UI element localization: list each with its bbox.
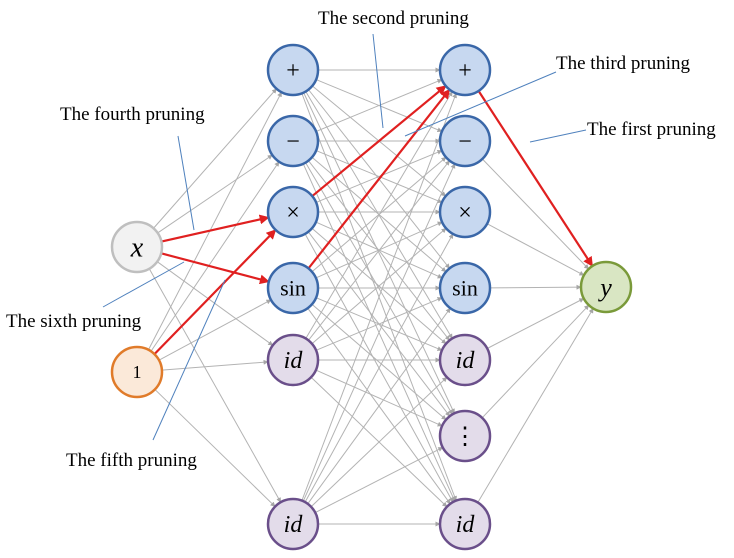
- node-layer1-0-circle: [266, 43, 320, 97]
- annotation-third-pruning: The third pruning: [556, 53, 691, 74]
- node-layer1-2-label: ×: [286, 200, 300, 226]
- annotation-leader-line: [372, 33, 384, 129]
- node-layer2-5-circle: [438, 409, 492, 463]
- annotation-fourth-pruning: The fourth pruning: [60, 104, 205, 125]
- edge-gray: [153, 88, 277, 229]
- edge-gray: [315, 446, 444, 514]
- edge-gray: [310, 376, 448, 508]
- node-layer1-1-circle: [266, 114, 320, 168]
- edge-gray: [148, 268, 282, 503]
- edge-gray: [305, 91, 453, 339]
- node-layer1-1-label: −: [286, 129, 300, 155]
- edge-gray: [477, 308, 594, 503]
- edge-gray: [158, 299, 272, 361]
- edge-gray: [161, 359, 269, 371]
- edge-red: [160, 252, 270, 285]
- edge-gray: [486, 298, 585, 349]
- edge-gray: [150, 161, 280, 352]
- node-input-x-label: x: [130, 233, 144, 264]
- node-layer1-2-circle: [266, 185, 320, 239]
- network-edges: [148, 67, 594, 527]
- node-layer2-6-label: id: [456, 512, 476, 538]
- edge-gray: [311, 303, 447, 421]
- edge-gray: [302, 163, 456, 502]
- node-layer2-0-label: +: [458, 58, 472, 84]
- node-output-y-label: y: [597, 273, 612, 302]
- edge-red: [307, 88, 451, 270]
- edge-gray: [304, 233, 454, 503]
- edge-gray: [481, 304, 590, 419]
- edge-red: [311, 85, 447, 197]
- node-layer1-4-circle: [266, 333, 320, 387]
- edge-gray: [486, 223, 585, 276]
- edge-gray: [482, 158, 589, 270]
- edge-gray: [489, 284, 582, 290]
- annotation-labels: The second pruning The third pruning The…: [6, 8, 716, 471]
- annotation-fifth-pruning: The fifth pruning: [66, 450, 197, 471]
- edge-gray: [315, 149, 443, 203]
- node-layer2-1-circle: [438, 114, 492, 168]
- annotation-leader-line: [404, 71, 557, 137]
- edge-red: [161, 214, 270, 243]
- network-nodes: x 1 + − × sin id id + − × sin id ⋮ id y: [110, 43, 633, 551]
- annotation-leader-line: [152, 279, 226, 441]
- edge-gray: [311, 227, 447, 345]
- node-layer2-2-label: ×: [458, 200, 472, 226]
- edge-gray: [315, 297, 443, 351]
- node-layer1-4-label: id: [284, 348, 304, 374]
- edge-gray: [315, 369, 443, 427]
- node-layer2-2-circle: [438, 185, 492, 239]
- edge-gray: [308, 160, 450, 341]
- node-layer1-5-circle: [266, 497, 320, 551]
- node-layer1-0-label: +: [286, 58, 300, 84]
- node-layer2-4-circle: [438, 333, 492, 387]
- annotation-first-pruning: The first pruning: [587, 119, 716, 140]
- edge-red: [153, 229, 277, 355]
- edge-gray: [157, 154, 273, 234]
- edge-gray: [154, 389, 276, 507]
- node-layer2-3-circle: [438, 261, 492, 315]
- annotation-second-pruning: The second pruning: [318, 8, 469, 29]
- node-layer1-5-label: id: [284, 512, 304, 538]
- pruned-path-edges: [153, 85, 594, 355]
- node-layer2-0-circle: [438, 43, 492, 97]
- node-input-x-circle: [110, 220, 164, 274]
- node-layer2-5-label: ⋮: [453, 424, 477, 450]
- edge-gray: [301, 92, 457, 501]
- annotation-sixth-pruning: The sixth pruning: [6, 311, 142, 332]
- node-layer1-3-label: sin: [280, 275, 306, 300]
- node-input-one-label: 1: [133, 362, 142, 382]
- edge-gray: [156, 261, 274, 346]
- annotation-leader-line: [102, 261, 185, 308]
- node-output-y-circle: [579, 260, 633, 314]
- node-layer2-1-label: −: [458, 129, 472, 155]
- edge-gray: [148, 91, 282, 351]
- node-layer1-3-circle: [266, 261, 320, 315]
- annotation-leader-line: [177, 135, 195, 231]
- node-input-one-circle: [110, 345, 164, 399]
- edge-red: [477, 90, 594, 267]
- annotation-leader-line: [529, 129, 587, 143]
- node-layer2-4-label: id: [456, 348, 476, 374]
- node-layer2-3-label: sin: [452, 275, 478, 300]
- annotation-leader-lines: [102, 33, 587, 441]
- node-layer2-6-circle: [438, 497, 492, 551]
- edge-gray: [307, 307, 451, 505]
- edge-gray: [315, 78, 443, 132]
